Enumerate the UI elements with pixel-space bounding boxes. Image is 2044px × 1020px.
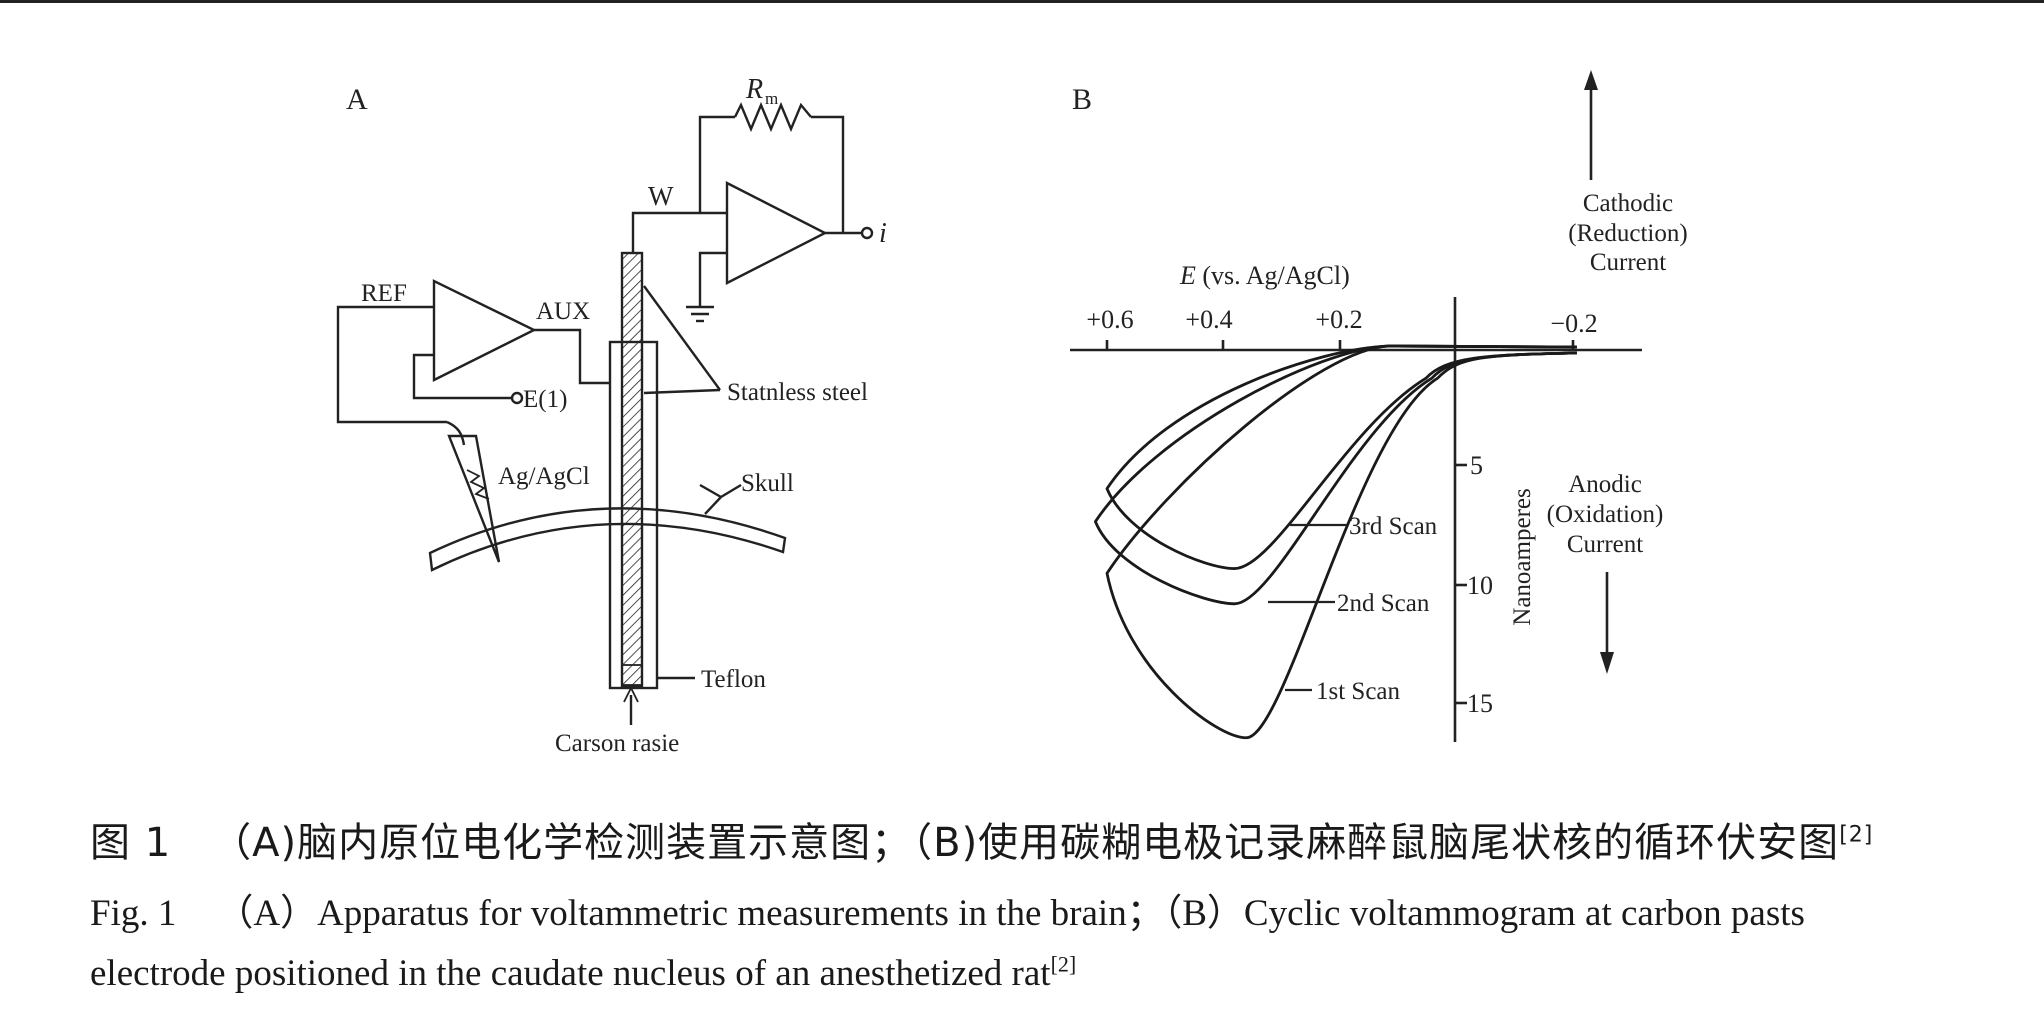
y-axis-title: Nanoamperes [1509,488,1536,625]
top-rule [0,0,2044,3]
e1-wire [412,353,512,400]
cv-curve-3 [1105,344,1577,570]
e1-terminal [510,391,524,405]
panel-a-schematic [336,101,874,725]
caption-english-line-2: electrode positioned in the caudate nucl… [90,952,1076,995]
x-tick-label: +0.4 [1185,305,1232,334]
caption-en-text-1: （A）Apparatus for voltammetric measuremen… [216,893,1805,934]
figure-1: A R m W i REF AUX E(1) Statnless steel A… [336,70,1688,757]
y-tick-label: 15 [1467,689,1493,718]
cathodic-label: Cathodic (Reduction) Current [1568,190,1687,276]
svg-text:Current: Current [1567,531,1643,558]
caption-english-line-1: Fig. 1 （A）Apparatus for voltammetric meas… [90,882,1805,936]
w-label: W [648,181,674,211]
reference-electrode [447,434,501,563]
svg-text:Cathodic: Cathodic [1583,190,1673,217]
potentiostat-amplifier [432,279,537,382]
y-tick-label: 10 [1467,571,1493,600]
carbon-paste-label: Carson rasie [555,730,679,757]
ref-label: REF [361,280,407,307]
caption-en-ref: [2] [1050,951,1077,977]
x-tick-label: +0.2 [1315,305,1362,334]
cv-curve-2 [1094,344,1577,606]
caption-en-text-2: electrode positioned in the caudate nucl… [90,953,1051,994]
caption-cn-ref: [2] [1839,822,1874,848]
panel-a-labels: A R m W i REF AUX E(1) Statnless steel A… [346,74,887,757]
caption-en-fig: Fig. 1 [90,893,177,934]
feedback-wire [698,115,735,213]
carbon-paste-tip [621,664,643,686]
feedback-wire-right [811,115,845,232]
stainless-steel-shaft [620,251,644,688]
panel-a-label: A [346,83,368,116]
svg-text:Anodic: Anodic [1568,471,1642,498]
rm-subscript: m [765,89,778,108]
panel-b-chart: B Cathodic (Reduction) Current [1070,70,1688,742]
caption-cn-text: （A)脑内原位电化学检测装置示意图；（B)使用碳糊电极记录麻醉鼠脑尾状核的循环伏… [211,820,1840,866]
x-tick-label: −0.2 [1550,309,1597,338]
i-label: i [879,218,887,249]
rm-label: R [745,74,763,105]
x-axis-title: E (vs. Ag/AgCl) [1179,261,1350,290]
teflon-label: Teflon [701,666,766,693]
stainless-steel-label: Statnless steel [727,379,868,406]
skull-outline [428,507,787,572]
ag-agcl-wire [446,420,466,446]
current-amplifier [725,181,828,285]
aux-wire [534,328,610,385]
svg-text:Current: Current [1590,249,1666,276]
panel-b-label: B [1072,83,1092,116]
ground-wire [698,251,727,307]
voltammogram-curves [1094,344,1577,740]
aux-label: AUX [536,298,590,325]
anodic-label: Anodic (Oxidation) Current [1547,471,1664,558]
scan-label: 1st Scan [1316,678,1401,705]
ag-agcl-label: Ag/AgCl [498,463,590,490]
scan-label: 3rd Scan [1349,513,1438,540]
caption-cn-fig: 图 1 [90,820,172,866]
cv-curve-1 [1105,344,1577,740]
svg-text:(Oxidation): (Oxidation) [1547,501,1664,528]
e1-label: E(1) [523,386,567,413]
ref-wire [336,305,447,424]
output-terminal-i [860,226,874,240]
y-tick-label: 5 [1470,451,1483,480]
skull-label: Skull [741,470,794,497]
working-electrode-wire [631,211,727,253]
rm-resistor [733,101,812,133]
x-tick-label: +0.6 [1086,305,1133,334]
scan-label: 2nd Scan [1337,590,1430,617]
caption-chinese: 图 1 （A)脑内原位电化学检测装置示意图；（B)使用碳糊电极记录麻醉鼠脑尾状核的… [90,810,1873,868]
svg-text:(Reduction): (Reduction) [1568,220,1687,247]
